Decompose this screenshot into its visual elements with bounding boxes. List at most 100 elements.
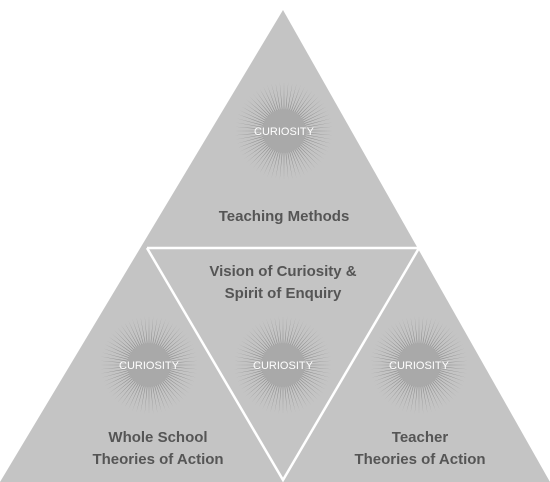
burst-ray [293, 90, 313, 117]
burst-ray [381, 333, 406, 354]
burst-ray [296, 96, 319, 119]
burst-ray [291, 322, 308, 350]
burst-ray [235, 133, 267, 140]
burst-core [262, 109, 306, 153]
burst-ray [301, 122, 333, 129]
burst-ray [166, 367, 198, 374]
burst-ray [288, 148, 297, 179]
burst-ray [427, 380, 444, 408]
burst-core [127, 343, 171, 387]
burst-ray [285, 382, 292, 414]
burst-ray [288, 318, 300, 349]
burst-ray [158, 379, 178, 406]
burst-ray [148, 316, 150, 348]
burst-core [261, 343, 305, 387]
burst-ray [104, 372, 133, 386]
burst-ray [432, 333, 457, 354]
burst-ray [255, 145, 275, 172]
burst-ray [148, 382, 150, 414]
burst-ray [436, 367, 468, 374]
burst-ray [164, 340, 192, 357]
burst-ray [300, 369, 331, 378]
burst-ray [239, 110, 268, 124]
burst-ray [106, 340, 134, 357]
burst-ray [436, 364, 468, 366]
burst-ray [262, 381, 276, 410]
burst-ray [166, 352, 197, 361]
burst-ray [246, 142, 271, 163]
burst-ray [236, 348, 267, 360]
burst-right: CURIOSITY [370, 316, 468, 414]
burst-ray [106, 373, 134, 390]
burst-ray [300, 114, 331, 126]
burst-ray [236, 135, 267, 144]
burst-ray [301, 118, 332, 127]
burst-ray [249, 96, 272, 119]
burst-ray [279, 82, 283, 114]
burst-ray [301, 130, 333, 132]
burst-ray [102, 370, 133, 382]
burst-ray [427, 322, 444, 350]
burst-ray [153, 317, 162, 348]
burst-ray [301, 133, 333, 140]
burst-ray [235, 122, 267, 129]
burst-ray [370, 366, 402, 370]
burst-ray [287, 317, 296, 348]
burst-ray [251, 378, 272, 403]
burst-ray [292, 146, 309, 174]
burst-ray [428, 379, 448, 406]
burst-ray [418, 316, 420, 348]
burst-ray [234, 366, 266, 370]
burst-ray [248, 330, 271, 353]
curiosity-burst-text-top: CURIOSITY [254, 126, 315, 138]
burst-ray [157, 322, 174, 350]
burst-ray [298, 140, 325, 160]
burst-ray [164, 373, 192, 390]
burst-ray [292, 324, 312, 351]
burst-ray [421, 316, 428, 348]
burst-ray [410, 316, 417, 348]
burst-ray [300, 360, 332, 364]
burst-ray [434, 340, 462, 357]
burst-ray [266, 381, 278, 412]
burst-ray [370, 367, 402, 374]
burst-ray [266, 318, 278, 349]
burst-ray [298, 340, 326, 357]
burst-ray [376, 373, 404, 390]
burst-ray [299, 106, 327, 123]
burst-ray [295, 144, 316, 169]
burst-ray [102, 348, 133, 360]
burst-ray [300, 138, 329, 152]
burst-core [397, 343, 441, 387]
burst-ray [370, 356, 402, 363]
burst-ray [114, 377, 137, 400]
burst-ray [154, 318, 166, 349]
burst-ray [406, 317, 415, 348]
burst-ray [154, 381, 166, 412]
burst-ray [298, 373, 326, 390]
center-triangle-label-line2: Spirit of Enquiry [225, 285, 342, 302]
burst-ray [156, 381, 170, 410]
burst-ray [299, 139, 327, 156]
burst-ray [166, 369, 197, 378]
burst-ray [254, 324, 274, 351]
burst-ray [166, 364, 198, 366]
burst-ray [436, 356, 468, 363]
burst-ray [297, 99, 322, 120]
burst-ray [166, 356, 198, 363]
burst-ray [158, 324, 178, 351]
left-triangle-label-line1: Whole School [108, 429, 207, 446]
burst-ray [285, 316, 292, 348]
burst-ray [421, 382, 428, 414]
burst-ray [370, 360, 402, 364]
burst-ray [290, 381, 304, 410]
burst-center: CURIOSITY [234, 316, 332, 414]
burst-ray [248, 377, 271, 400]
burst-ray [241, 106, 269, 123]
burst-ray [293, 145, 313, 172]
burst-ray [259, 146, 276, 174]
burst-ray [237, 136, 268, 148]
burst-ray [101, 352, 132, 361]
burst-ray [296, 376, 321, 397]
